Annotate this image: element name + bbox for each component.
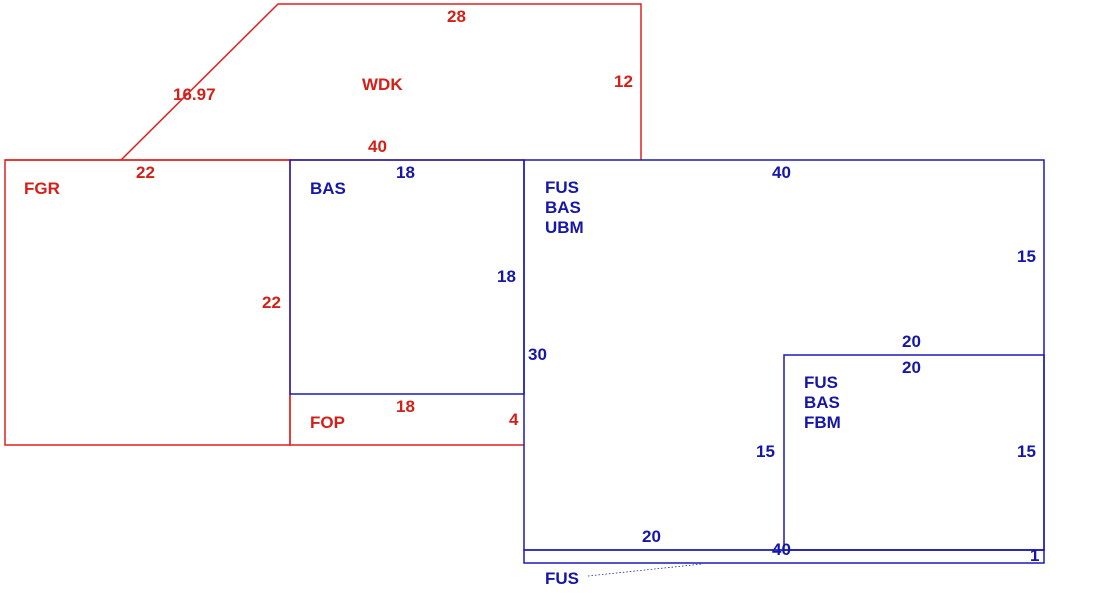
wdk-top-dim: 28 [447, 7, 466, 26]
wdk-diag-dim: 16.97 [173, 85, 216, 104]
main-code-1: FUS [545, 178, 579, 197]
fgr-outline [4, 159, 291, 446]
fbm-left-dim: 15 [756, 442, 775, 461]
fgr-area [4, 159, 291, 446]
wdk-bottom-dim: 40 [368, 137, 387, 156]
strip-right-seg-dim: 40 [772, 540, 791, 559]
fbm-code-3: FBM [804, 413, 841, 432]
strip-leader-line [587, 563, 703, 577]
strip-area [523, 549, 1045, 577]
strip-outline [523, 549, 1045, 564]
fgr-right-dim: 22 [262, 293, 281, 312]
strip-right-dim: 1 [1030, 546, 1039, 565]
main-right-dim: 15 [1017, 247, 1036, 266]
fop-code: FOP [310, 413, 345, 432]
fop-top-dim: 18 [396, 397, 415, 416]
wdk-code: WDK [362, 75, 403, 94]
strip-code: FUS [545, 569, 579, 588]
fbm-right-dim: 15 [1017, 442, 1036, 461]
fbm-code-2: BAS [804, 393, 840, 412]
fop-area [289, 394, 524, 446]
fbm-top-inner-dim: 20 [902, 358, 921, 377]
fgr-code: FGR [24, 179, 60, 198]
fgr-top-dim: 22 [136, 163, 155, 182]
main-code-3: UBM [545, 218, 584, 237]
wdk-right-dim: 12 [614, 72, 633, 91]
fop-outline [289, 394, 524, 446]
fbm-top-outer-dim: 20 [902, 332, 921, 351]
main-left-dim: 30 [528, 345, 547, 364]
wdk-outline [120, 3, 642, 161]
bas-small-code: BAS [310, 179, 346, 198]
fbm-code-1: FUS [804, 373, 838, 392]
fop-right-dim: 4 [509, 410, 519, 429]
main-code-2: BAS [545, 198, 581, 217]
bas-small-right-dim: 18 [497, 267, 516, 286]
bas-small-top-dim: 18 [396, 163, 415, 182]
wdk-area [120, 3, 642, 161]
strip-left-seg-dim: 20 [642, 527, 661, 546]
main-top-dim: 40 [772, 163, 791, 182]
